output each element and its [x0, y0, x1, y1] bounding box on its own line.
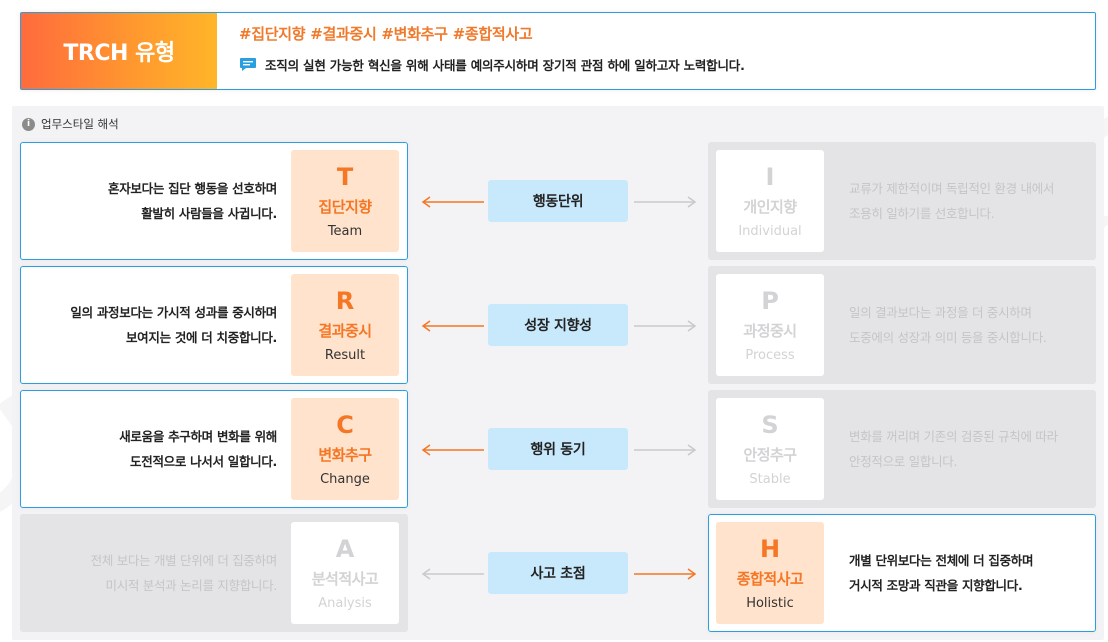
trait-card-right: 일의 결과보다는 과정을 더 중시하며 도중에의 성장과 의미 등을 중시합니다… [708, 266, 1096, 384]
trait-letter-box: C 변화추구 Change [291, 398, 399, 500]
trait-description-line: 전체 보다는 개별 단위에 더 집중하며 [90, 553, 278, 568]
dimension-label: 행동단위 [488, 180, 628, 222]
type-badge: TRCH 유형 [21, 13, 217, 89]
arrow-left-icon [420, 194, 486, 213]
dimension-row: 전체 보다는 개별 단위에 더 집중하며 미시적 분석과 논리를 지향합니다. … [12, 514, 1104, 632]
trait-description-line: 일의 과정보다는 가시적 성과를 중시하며 [70, 305, 277, 320]
trait-letter-box: S 안정추구 Stable [716, 398, 824, 500]
trait-description-line: 조용히 일하기를 선호합니다. [849, 206, 995, 221]
trait-description: 교류가 제한적이며 독립적인 환경 내에서 조용히 일하기를 선호합니다. [849, 143, 1054, 259]
trait-description-line: 거시적 조망과 직관을 지향합니다. [849, 578, 1023, 593]
trait-name-ko: 집단지향 [318, 198, 372, 216]
type-hashtags: #집단지향 #결과중시 #변화추구 #종합적사고 [239, 25, 533, 43]
trait-name-en: Holistic [746, 596, 794, 611]
trait-name-en: Process [745, 348, 795, 363]
trait-description-line: 일의 결과보다는 과정을 더 중시하며 [849, 305, 1032, 320]
trait-name-ko: 종합적사고 [736, 570, 804, 588]
trait-letter-box: P 과정중시 Process [716, 274, 824, 376]
arrow-right-icon [632, 318, 698, 337]
trait-name-ko: 과정중시 [743, 322, 797, 340]
type-info: #집단지향 #결과중시 #변화추구 #종합적사고 조직의 실현 가능한 혁신을 … [217, 13, 745, 89]
trait-description-line: 혼자보다는 집단 행동을 선호하며 [108, 181, 277, 196]
trait-description-line: 도중에의 성장과 의미 등을 중시합니다. [849, 330, 1047, 345]
trait-description-line: 변화를 꺼리며 기존의 검증된 규칙에 따라 [849, 429, 1058, 444]
trait-description-line: 미시적 분석과 논리를 지향합니다. [105, 578, 278, 593]
trait-name-en: Change [320, 472, 370, 487]
trait-letter-box: A 분석적사고 Analysis [291, 522, 399, 624]
type-description: 조직의 실현 가능한 혁신을 위해 사태를 예의주시하며 장기적 관점 하에 일… [265, 58, 745, 73]
type-description-row: 조직의 실현 가능한 혁신을 위해 사태를 예의주시하며 장기적 관점 하에 일… [239, 55, 745, 74]
trait-name-ko: 분석적사고 [311, 570, 379, 588]
trait-description-line: 교류가 제한적이며 독립적인 환경 내에서 [849, 181, 1055, 196]
trait-name-ko: 변화추구 [318, 446, 372, 464]
trait-card-right: 교류가 제한적이며 독립적인 환경 내에서 조용히 일하기를 선호합니다. I … [708, 142, 1096, 260]
trait-description: 전체 보다는 개별 단위에 더 집중하며 미시적 분석과 논리를 지향합니다. [90, 515, 278, 631]
arrow-left-icon [420, 566, 486, 585]
trait-name-ko: 안정추구 [743, 446, 797, 464]
dimension-label: 성장 지향성 [488, 304, 628, 346]
trait-letter: I [765, 163, 775, 191]
trait-letter-box: H 종합적사고 Holistic [716, 522, 824, 624]
trait-name-en: Analysis [318, 596, 372, 611]
trait-letter: R [335, 287, 355, 315]
trait-letter-box: R 결과중시 Result [291, 274, 399, 376]
trait-description-line: 새로움을 추구하며 변화를 위해 [119, 429, 277, 444]
trait-description-line: 보여지는 것에 더 치중합니다. [125, 330, 277, 345]
trait-letter: H [759, 535, 781, 563]
trait-letter: T [336, 163, 354, 191]
arrow-right-icon [632, 566, 698, 585]
trait-card-left: 일의 과정보다는 가시적 성과를 중시하며 보여지는 것에 더 치중합니다. R… [20, 266, 408, 384]
work-style-panel: i 업무스타일 해석 혼자보다는 집단 행동을 선호하며 활발히 사람들을 사귑… [12, 106, 1104, 640]
trait-description-line: 도전적으로 나서서 일합니다. [130, 454, 277, 469]
panel-title: 업무스타일 해석 [41, 117, 119, 131]
trait-description: 변화를 꺼리며 기존의 검증된 규칙에 따라 안정적으로 일합니다. [849, 391, 1058, 507]
trait-letter-box: T 집단지향 Team [291, 150, 399, 252]
trait-letter: S [761, 411, 779, 439]
trait-name-ko: 결과중시 [318, 322, 372, 340]
trait-description-line: 활발히 사람들을 사귑니다. [141, 206, 277, 221]
arrow-left-icon [420, 318, 486, 337]
info-icon: i [22, 117, 35, 131]
trait-description-line: 개별 단위보다는 전체에 더 집중하며 [849, 553, 1034, 568]
dimension-label: 사고 초점 [488, 552, 628, 594]
trait-description: 일의 과정보다는 가시적 성과를 중시하며 보여지는 것에 더 치중합니다. [70, 267, 277, 383]
arrow-right-icon [632, 442, 698, 461]
dimension-row: 새로움을 추구하며 변화를 위해 도전적으로 나서서 일합니다. C 변화추구 … [12, 390, 1104, 508]
chat-bubble-icon [239, 57, 257, 72]
arrow-left-icon [420, 442, 486, 461]
trait-name-en: Individual [738, 224, 802, 239]
type-summary-card: TRCH 유형 #집단지향 #결과중시 #변화추구 #종합적사고 조직의 실현 … [20, 12, 1096, 90]
trait-description: 새로움을 추구하며 변화를 위해 도전적으로 나서서 일합니다. [119, 391, 277, 507]
trait-description: 일의 결과보다는 과정을 더 중시하며 도중에의 성장과 의미 등을 중시합니다… [849, 267, 1047, 383]
trait-letter-box: I 개인지향 Individual [716, 150, 824, 252]
trait-name-ko: 개인지향 [743, 198, 797, 216]
trait-card-right: 개별 단위보다는 전체에 더 집중하며 거시적 조망과 직관을 지향합니다. H… [708, 514, 1096, 632]
panel-header: i 업무스타일 해석 [22, 116, 119, 132]
trait-card-left: 혼자보다는 집단 행동을 선호하며 활발히 사람들을 사귑니다. T 집단지향 … [20, 142, 408, 260]
trait-description: 개별 단위보다는 전체에 더 집중하며 거시적 조망과 직관을 지향합니다. [849, 515, 1034, 631]
trait-name-en: Team [327, 224, 363, 239]
trait-description: 혼자보다는 집단 행동을 선호하며 활발히 사람들을 사귑니다. [108, 143, 277, 259]
dimension-label: 행위 동기 [488, 428, 628, 470]
trait-description-line: 안정적으로 일합니다. [849, 454, 958, 469]
trait-letter: A [335, 535, 355, 563]
dimension-row: 혼자보다는 집단 행동을 선호하며 활발히 사람들을 사귑니다. T 집단지향 … [12, 142, 1104, 260]
trait-card-right: 변화를 꺼리며 기존의 검증된 규칙에 따라 안정적으로 일합니다. S 안정추… [708, 390, 1096, 508]
trait-card-left: 새로움을 추구하며 변화를 위해 도전적으로 나서서 일합니다. C 변화추구 … [20, 390, 408, 508]
dimension-row: 일의 과정보다는 가시적 성과를 중시하며 보여지는 것에 더 치중합니다. R… [12, 266, 1104, 384]
trait-letter: C [336, 411, 354, 439]
arrow-right-icon [632, 194, 698, 213]
trait-name-en: Stable [749, 472, 791, 487]
trait-name-en: Result [324, 348, 366, 363]
trait-letter: P [761, 287, 779, 315]
trait-card-left: 전체 보다는 개별 단위에 더 집중하며 미시적 분석과 논리를 지향합니다. … [20, 514, 408, 632]
